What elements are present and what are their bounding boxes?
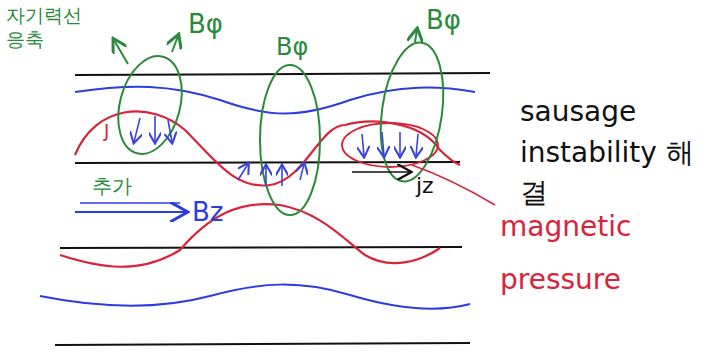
plasma-boundary xyxy=(75,111,460,185)
note: sausage instability 해결 xyxy=(520,92,705,214)
current-symbol: J xyxy=(104,120,109,143)
field-line xyxy=(75,87,475,114)
field-symbol: Bz xyxy=(192,196,223,229)
callout-label: magnetic pressure xyxy=(500,200,705,306)
field-symbol: Bφ xyxy=(426,4,461,37)
bz-arrow xyxy=(75,211,186,213)
field-line xyxy=(40,285,470,309)
pressure-arrow xyxy=(134,116,418,186)
annotation: 추가 xyxy=(92,174,132,199)
highlight-ellipse xyxy=(342,123,438,167)
leader-line xyxy=(412,165,495,205)
boundary-line xyxy=(55,73,490,345)
b-phi-loop xyxy=(108,30,451,215)
plasma-boundary xyxy=(60,204,440,267)
current-symbol: jz xyxy=(416,172,434,200)
bz-arrow xyxy=(80,202,180,203)
field-symbol: Bφ xyxy=(276,32,308,62)
jz-arrow xyxy=(352,171,410,173)
field-symbol: Bφ xyxy=(188,8,223,41)
annotation: 자기력선 응축 xyxy=(6,4,90,52)
